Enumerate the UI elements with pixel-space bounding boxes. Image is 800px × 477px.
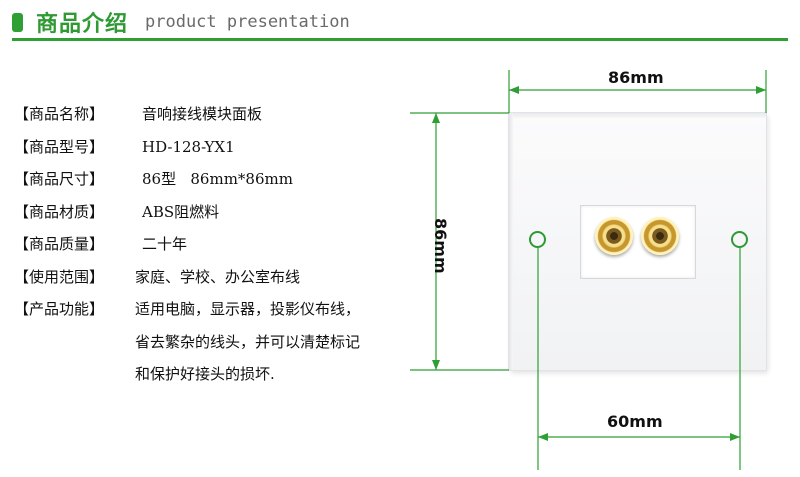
spec-label: 【商品尺寸】 [14,170,105,188]
spec-value: 86型 86mm*86mm [142,170,293,188]
spec-value: ABS阻燃料 [142,202,220,221]
header-subtitle: product presentation [145,12,350,32]
arrowhead [756,86,766,94]
width-dimension-label: 86mm [608,68,664,87]
panel-edge [509,113,513,370]
spec-label: 【商品材质】 [14,202,105,221]
arrowhead [509,86,519,94]
spec-label: 【商品型号】 [14,137,105,156]
spec-value: HD-128-YX1 [142,137,235,156]
spec-value: 和保护好接头的损坏. [135,365,275,383]
spec-label: 【产品功能】 [14,300,105,318]
spec-list: 【商品名称】 音响接线模块面板 【商品型号】 HD-128-YX1 【商品尺寸】 86… [14,98,434,391]
spec-label: 【商品质量】 [14,235,105,253]
spec-value: 音响接线模块面板 [142,105,263,123]
spec-row-name: 【商品名称】 音响接线模块面板 [14,98,434,131]
spec-value: 省去繁杂的线头，并可以清楚标记 [135,332,361,351]
spec-function-line-3: 和保护好接头的损坏. [14,358,434,391]
spec-label: 【使用范围】 [14,267,105,286]
arrowhead [432,360,440,370]
arrowhead [538,433,548,441]
spec-value: 二十年 [142,235,188,253]
product-panel-image [509,113,766,370]
arrowhead [432,113,440,123]
header-bullet-icon [12,13,23,32]
spec-row-size: 【商品尺寸】 86型 86mm*86mm [14,163,434,196]
section-header: 商品介绍 product presentation [0,0,800,42]
mounting-hole-marker [529,231,546,248]
binding-post-icon [641,217,679,255]
panel-edge [509,113,766,118]
mounting-hole-marker [731,231,748,248]
spec-function-line-2: 省去繁杂的线头，并可以清楚标记 [14,326,434,359]
audio-terminal-module [580,205,696,279]
spec-row-material: 【商品材质】 ABS阻燃料 [14,196,434,229]
spec-row-scope: 【使用范围】 家庭、学校、办公室布线 [14,261,434,294]
spec-row-model: 【商品型号】 HD-128-YX1 [14,131,434,164]
binding-post-icon [595,217,633,255]
header-divider [12,38,788,41]
spec-value: 适用电脑，显示器，投影仪布线， [135,300,361,318]
header-title: 商品介绍 [36,12,129,37]
spec-row-function: 【产品功能】 适用电脑，显示器，投影仪布线， [14,293,434,326]
spec-label: 【商品名称】 [14,105,105,123]
hole-spacing-label: 60mm [607,412,663,431]
height-dimension-label: 86mm [431,218,450,274]
arrowhead [730,433,740,441]
spec-row-quality: 【商品质量】 二十年 [14,228,434,261]
spec-value: 家庭、学校、办公室布线 [135,267,301,286]
